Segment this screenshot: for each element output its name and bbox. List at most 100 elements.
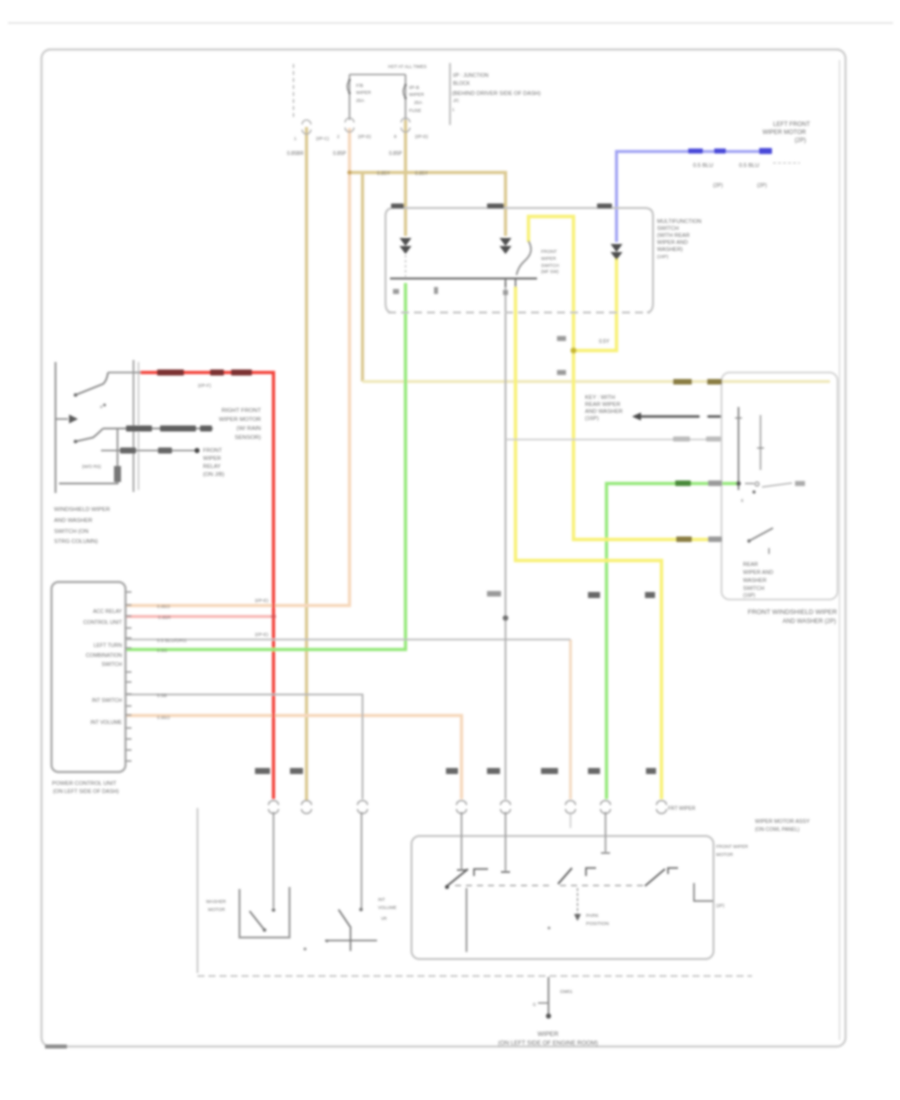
svg-text:FRONT: FRONT (541, 249, 557, 254)
svg-text:LEFT TURN: LEFT TURN (94, 643, 123, 649)
svg-text:LEFT FRONT: LEFT FRONT (773, 122, 810, 128)
svg-text:I/P : JUNCTION: I/P : JUNCTION (453, 73, 489, 79)
svg-text:(I/P-D): (I/P-D) (358, 134, 371, 139)
svg-text:(W/O RS): (W/O RS) (82, 464, 102, 469)
svg-text:WIPER: WIPER (203, 456, 221, 462)
svg-text:SWITCH (ON: SWITCH (ON (54, 529, 88, 535)
svg-text:INT VOLUME: INT VOLUME (90, 720, 122, 726)
svg-text:VOLUME: VOLUME (378, 905, 397, 910)
svg-text:WASHER: WASHER (743, 578, 767, 584)
svg-text:1: 1 (294, 136, 297, 141)
svg-text:(ON COWL PANEL): (ON COWL PANEL) (755, 827, 800, 833)
svg-text:0.5 BLU: 0.5 BLU (739, 163, 759, 169)
svg-text:CONTROL UNIT: CONTROL UNIT (83, 620, 123, 626)
svg-text:KEY : WITH: KEY : WITH (585, 395, 615, 401)
svg-text:(2P): (2P) (795, 138, 806, 144)
svg-text:(16P): (16P) (585, 416, 599, 422)
svg-text:a: a (100, 404, 103, 409)
svg-text:8: 8 (394, 134, 397, 139)
svg-text:WIPER AND: WIPER AND (743, 570, 773, 576)
svg-text:(MF SW): (MF SW) (541, 269, 559, 274)
svg-text:(BEHIND DRIVER SIDE OF DASH): (BEHIND DRIVER SIDE OF DASH) (452, 91, 541, 97)
svg-text:0.5Y: 0.5Y (599, 339, 610, 345)
svg-text:MULTIFUNCTION: MULTIFUNCTION (657, 219, 702, 225)
svg-text:(W/ RAIN: (W/ RAIN (237, 426, 261, 432)
svg-text:(I/P-D): (I/P-D) (415, 134, 428, 139)
svg-text:WASHER: WASHER (206, 899, 227, 904)
svg-text:WIPER: WIPER (538, 1031, 559, 1038)
svg-text:WIPER MOTOR: WIPER MOTOR (219, 417, 261, 423)
svg-text:F/B: F/B (356, 83, 363, 88)
svg-text:(16P): (16P) (657, 254, 669, 259)
svg-text:WIPER: WIPER (409, 92, 425, 97)
svg-text:SWITCH: SWITCH (657, 226, 679, 232)
svg-text:G: G (533, 1002, 536, 1007)
svg-text:MOTOR: MOTOR (716, 852, 734, 857)
svg-text:AND WASHER (2P): AND WASHER (2P) (783, 619, 836, 625)
svg-text:FRONT: FRONT (203, 448, 223, 454)
svg-text:SWITCH: SWITCH (743, 586, 764, 592)
svg-text:RELAY: RELAY (203, 464, 221, 470)
svg-text:AND WASHER: AND WASHER (585, 409, 623, 415)
svg-text:FUSE: FUSE (409, 108, 421, 113)
svg-text:0.85R: 0.85R (158, 615, 171, 621)
svg-text:(2P): (2P) (713, 183, 723, 189)
svg-text:WASHER): WASHER) (657, 247, 683, 253)
svg-text:0.5 BLU: 0.5 BLU (693, 163, 713, 169)
svg-text:WIPER MOTOR: WIPER MOTOR (762, 130, 806, 136)
svg-text:MOTOR: MOTOR (208, 907, 226, 912)
svg-text:PARK: PARK (586, 913, 600, 919)
svg-text:RIGHT FRONT: RIGHT FRONT (221, 408, 261, 414)
svg-text:HOT AT ALL TIMES: HOT AT ALL TIMES (388, 64, 427, 69)
svg-text:25A: 25A (356, 98, 365, 103)
svg-text:SENSOR): SENSOR) (235, 435, 261, 441)
svg-text:0.5G: 0.5G (157, 648, 168, 654)
svg-text:(I/P-C): (I/P-C) (316, 136, 329, 141)
svg-text:WIPER MOTOR ASSY: WIPER MOTOR ASSY (755, 819, 810, 825)
svg-text:FRONT WIPER: FRONT WIPER (716, 844, 749, 849)
svg-text:0.5 BLU/ORG: 0.5 BLU/ORG (157, 638, 187, 644)
svg-text:REAR WIPER: REAR WIPER (585, 402, 620, 408)
svg-text:J/C: J/C (453, 98, 459, 103)
svg-text:(16P): (16P) (743, 593, 756, 599)
svg-text:0.85P: 0.85P (389, 151, 403, 157)
svg-text:VR: VR (381, 916, 387, 921)
svg-text:WIPER: WIPER (541, 256, 557, 261)
svg-text:1: 1 (452, 107, 455, 112)
svg-text:0.85P: 0.85P (333, 151, 347, 157)
svg-text:SWITCH: SWITCH (541, 263, 559, 268)
svg-text:STRG COLUMN): STRG COLUMN) (54, 539, 98, 545)
svg-text:25A: 25A (414, 100, 423, 105)
svg-text:SWITCH: SWITCH (102, 662, 123, 668)
svg-text:WINDSHIELD WIPER: WINDSHIELD WIPER (54, 507, 110, 513)
svg-text:I/P-B: I/P-B (409, 85, 419, 90)
svg-text:(I/P-F): (I/P-F) (198, 383, 211, 388)
svg-text:INT: INT (378, 897, 385, 902)
svg-text:(ON LEFT SIDE OF ENGINE ROOM): (ON LEFT SIDE OF ENGINE ROOM) (498, 1041, 598, 1047)
svg-text:FRT WIPER: FRT WIPER (668, 806, 696, 812)
svg-text:BLOCK: BLOCK (453, 81, 471, 87)
svg-text:INT SWITCH: INT SWITCH (92, 698, 122, 704)
svg-text:(ON J/B): (ON J/B) (203, 472, 225, 478)
svg-text:6: 6 (741, 498, 744, 503)
svg-text:WIPER AND: WIPER AND (657, 240, 688, 246)
svg-text:ACC RELAY: ACC RELAY (93, 609, 123, 615)
svg-text:0.85Y: 0.85Y (415, 171, 429, 177)
svg-text:REAR: REAR (743, 562, 758, 568)
svg-text:0.85Y: 0.85Y (377, 171, 391, 177)
svg-text:GM01: GM01 (560, 989, 573, 994)
svg-text:0.5B: 0.5B (157, 693, 167, 699)
svg-text:FRONT WINDSHIELD WIPER: FRONT WINDSHIELD WIPER (748, 609, 838, 616)
svg-text:POWER CONTROL UNIT: POWER CONTROL UNIT (52, 781, 117, 787)
svg-text:0.85O: 0.85O (157, 715, 170, 721)
svg-text:POSITION: POSITION (586, 921, 609, 927)
svg-text:(2P): (2P) (716, 903, 725, 908)
svg-text:0.85O: 0.85O (157, 604, 170, 610)
svg-text:(WITH REAR: (WITH REAR (657, 233, 690, 239)
svg-text:2: 2 (337, 134, 340, 139)
svg-text:(I/P-E): (I/P-E) (255, 598, 269, 603)
svg-text:COMBINATION: COMBINATION (86, 653, 122, 659)
svg-text:(ON LEFT SIDE OF DASH): (ON LEFT SIDE OF DASH) (53, 789, 119, 795)
svg-text:AND WASHER: AND WASHER (54, 518, 92, 524)
svg-text:(2P): (2P) (757, 183, 767, 189)
